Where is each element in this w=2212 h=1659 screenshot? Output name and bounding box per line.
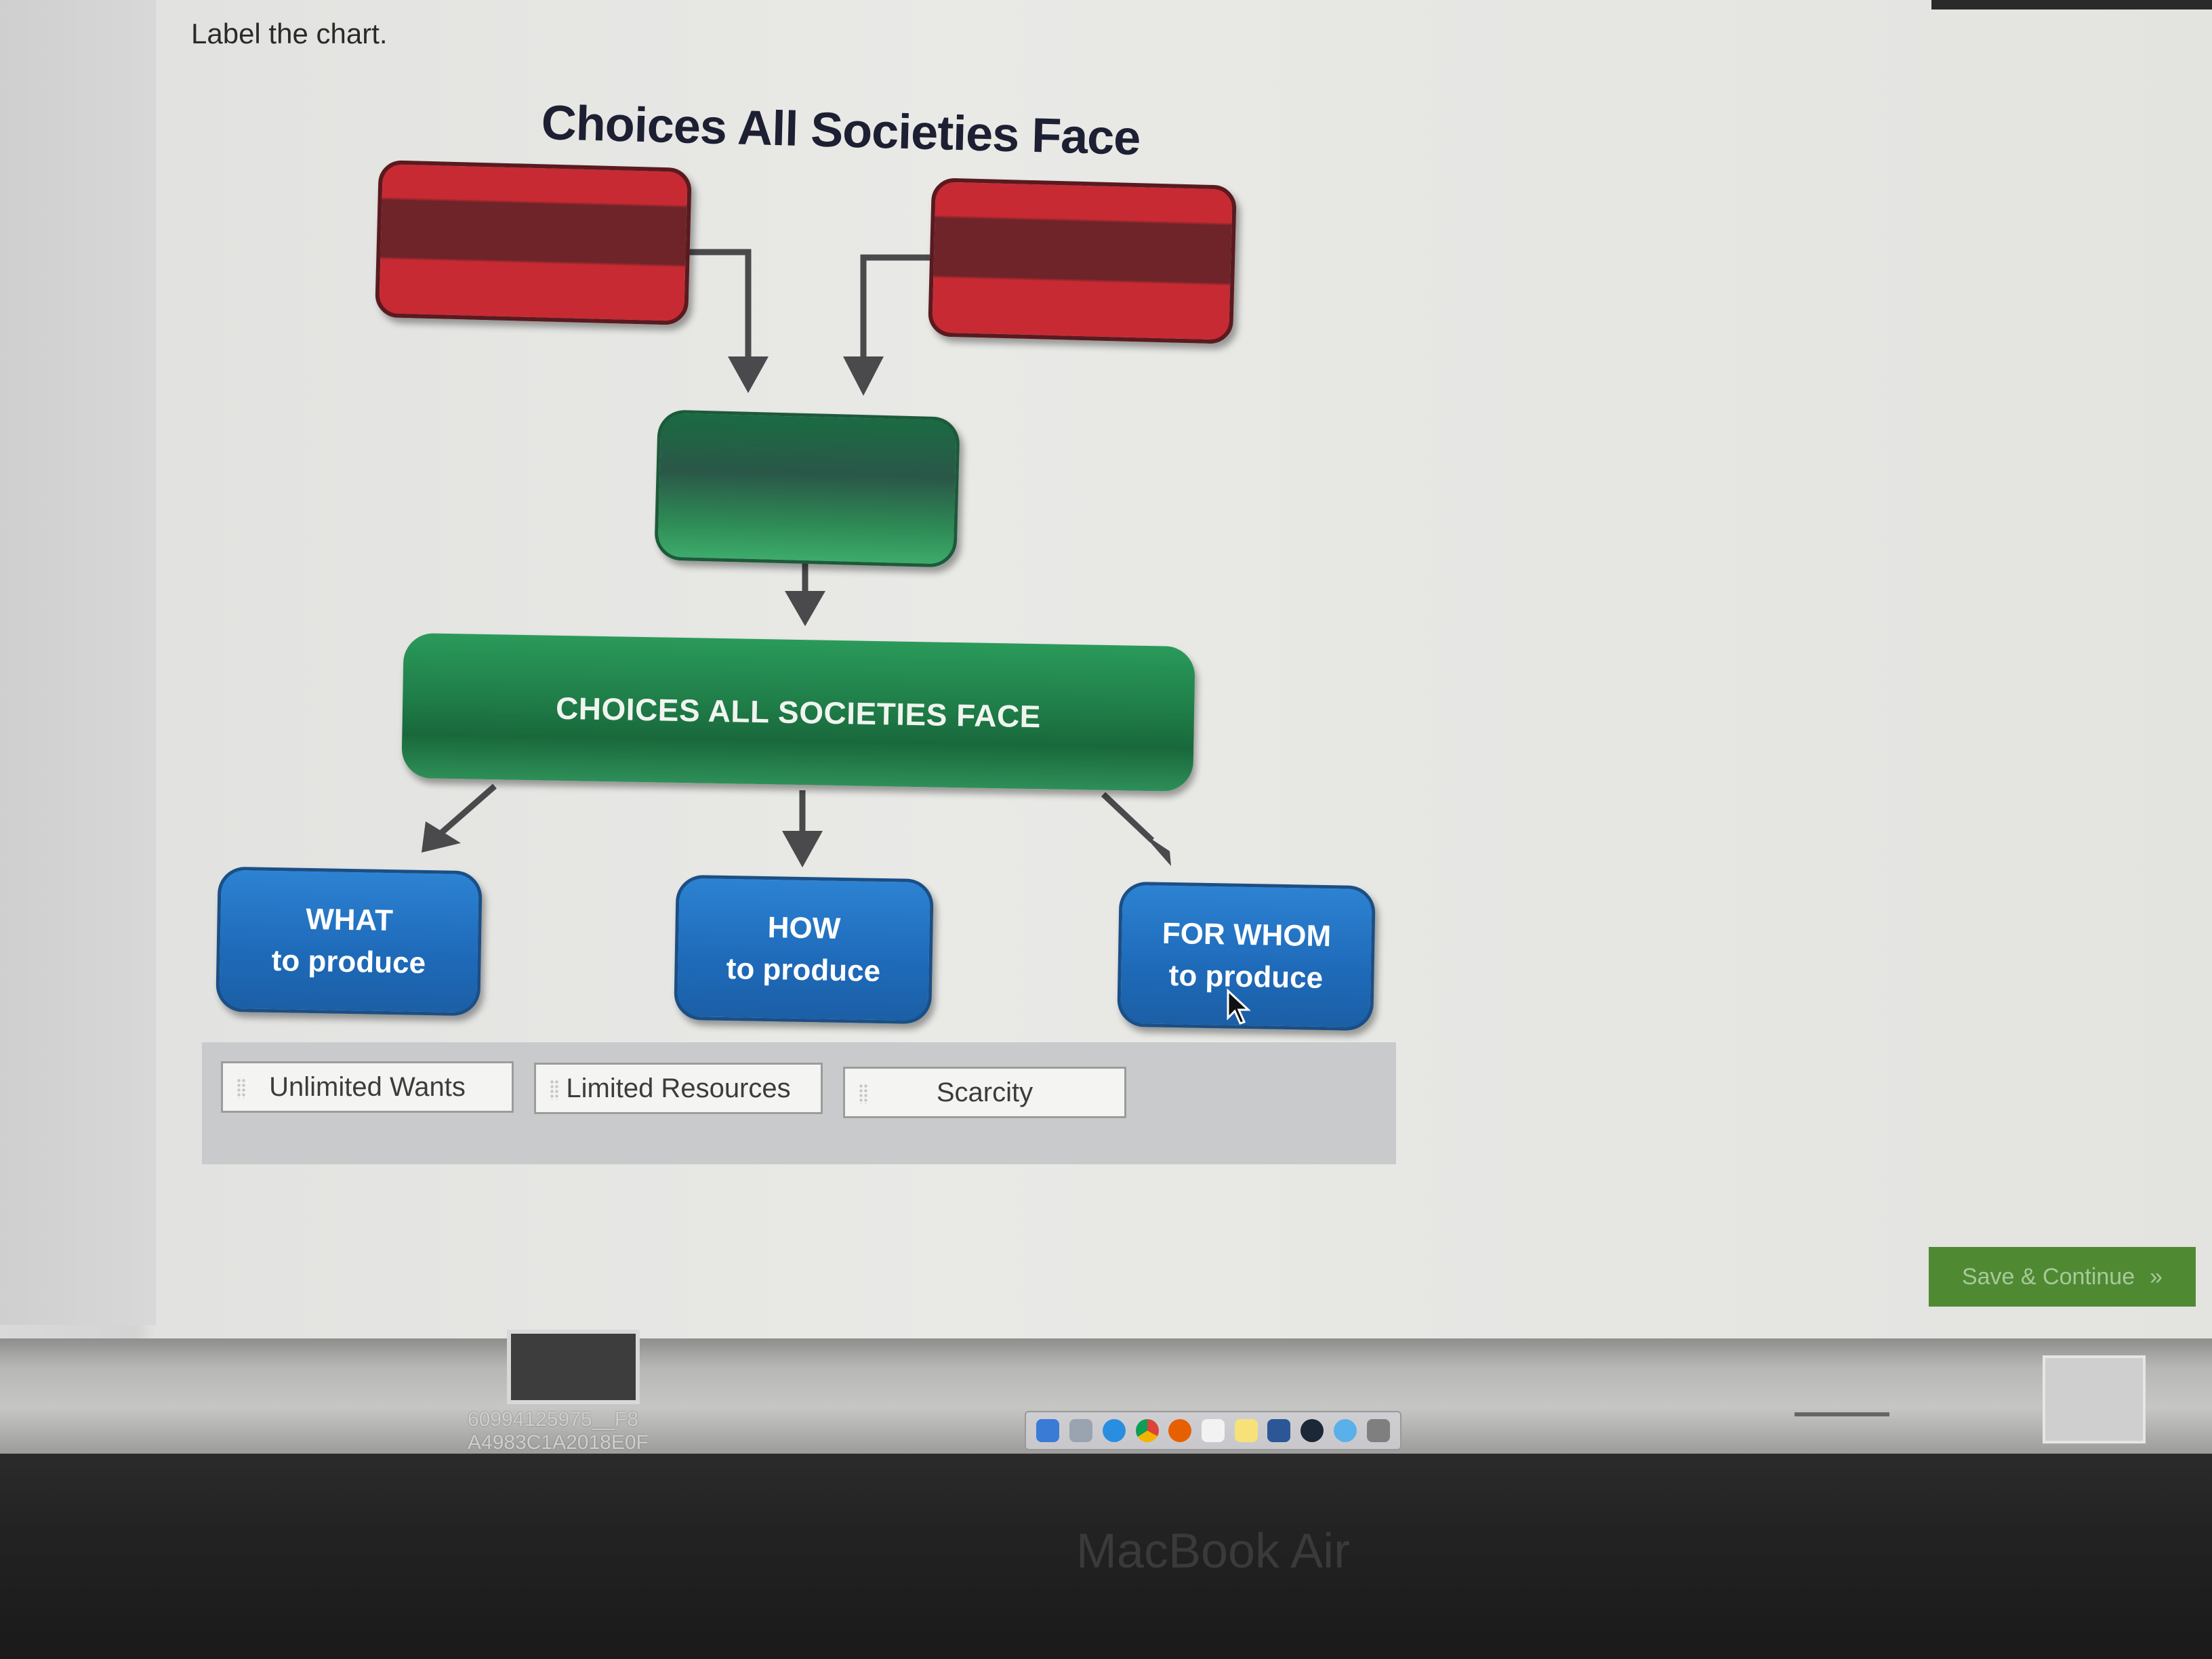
top-bar-edge bbox=[1931, 0, 2212, 9]
firefox-icon[interactable] bbox=[1168, 1419, 1192, 1442]
desktop-file-label-line1: 60994125975__F8 bbox=[468, 1408, 638, 1431]
desktop-file-label-line2: A4983C1A2018E0F bbox=[468, 1431, 649, 1454]
outcome-how-line2: to produce bbox=[726, 952, 881, 988]
chrome-icon[interactable] bbox=[1135, 1419, 1159, 1442]
outcome-what-line2: to produce bbox=[271, 944, 426, 980]
word-icon[interactable] bbox=[1267, 1419, 1291, 1442]
outcome-how: HOW to produce bbox=[674, 874, 934, 1025]
system-icon[interactable] bbox=[1333, 1419, 1357, 1442]
outcome-what: WHAT to produce bbox=[216, 866, 483, 1017]
laptop-bezel bbox=[0, 1454, 2212, 1659]
drop-zone-middle[interactable] bbox=[654, 409, 960, 568]
save-continue-button[interactable]: Save & Continue » bbox=[1929, 1247, 2196, 1307]
finder-icon[interactable] bbox=[1036, 1419, 1060, 1442]
choices-main-box: CHOICES ALL SOCIETIES FACE bbox=[401, 632, 1195, 792]
question-prompt: Label the chart. bbox=[191, 18, 388, 49]
launchpad-icon[interactable] bbox=[1069, 1419, 1093, 1442]
arrowhead-middle bbox=[785, 591, 825, 626]
desktop-file-label[interactable]: 60994125975__F8 A4983C1A2018E0F bbox=[468, 1408, 649, 1454]
label-chip-scarcity[interactable]: Scarcity bbox=[843, 1067, 1126, 1118]
arrowhead-how bbox=[782, 831, 823, 867]
outcome-for-whom-line1: FOR WHOM bbox=[1162, 916, 1332, 954]
drop-zone-left[interactable] bbox=[375, 159, 692, 326]
connector-right-to-middle bbox=[860, 254, 930, 359]
notes-icon[interactable] bbox=[1234, 1419, 1258, 1442]
connector-left-to-middle bbox=[682, 249, 752, 359]
dock bbox=[1025, 1411, 1401, 1450]
label-chip-text: Limited Resources bbox=[566, 1073, 791, 1103]
trash-icon[interactable] bbox=[1366, 1419, 1390, 1442]
mouse-cursor-icon bbox=[1227, 988, 1251, 1025]
arrowhead-forwhom bbox=[1141, 832, 1171, 866]
connector-main-to-forwhom bbox=[1101, 792, 1155, 843]
label-bank: Unlimited Wants Limited Resources Scarci… bbox=[202, 1042, 1396, 1164]
label-chip-text: Scarcity bbox=[936, 1077, 1033, 1107]
drag-handle-icon[interactable] bbox=[550, 1080, 559, 1100]
diagram-connectors bbox=[422, 249, 1171, 867]
arrowhead-what bbox=[422, 821, 461, 853]
choices-main-label: CHOICES ALL SOCIETIES FACE bbox=[555, 690, 1042, 735]
arrowhead-right bbox=[843, 356, 884, 396]
outcome-what-line1: WHAT bbox=[305, 902, 394, 938]
double-chevron-right-icon: » bbox=[2150, 1263, 2163, 1290]
desktop-document-icon[interactable] bbox=[2043, 1355, 2146, 1443]
desktop-file-icon[interactable] bbox=[507, 1330, 640, 1404]
outcome-how-line1: HOW bbox=[767, 911, 841, 945]
label-chip-text: Unlimited Wants bbox=[269, 1071, 466, 1102]
screen: Label the chart. Choices All Societies F… bbox=[0, 0, 2212, 1338]
arrowhead-left bbox=[728, 356, 769, 393]
device-label: MacBook Air bbox=[1076, 1524, 1351, 1578]
label-chip-limited-resources[interactable]: Limited Resources bbox=[534, 1063, 823, 1114]
drag-handle-icon[interactable] bbox=[859, 1084, 868, 1104]
safari-icon[interactable] bbox=[1102, 1419, 1126, 1442]
save-continue-label: Save & Continue bbox=[1961, 1263, 2135, 1290]
divider bbox=[1795, 1412, 1889, 1416]
label-chip-unlimited-wants[interactable]: Unlimited Wants bbox=[221, 1061, 514, 1113]
left-sidebar bbox=[0, 0, 156, 1325]
drop-zone-right[interactable] bbox=[928, 178, 1237, 344]
calendar-icon[interactable] bbox=[1201, 1419, 1225, 1442]
drag-handle-icon[interactable] bbox=[237, 1078, 246, 1099]
steam-icon[interactable] bbox=[1300, 1419, 1324, 1442]
connector-main-to-what bbox=[438, 783, 497, 836]
